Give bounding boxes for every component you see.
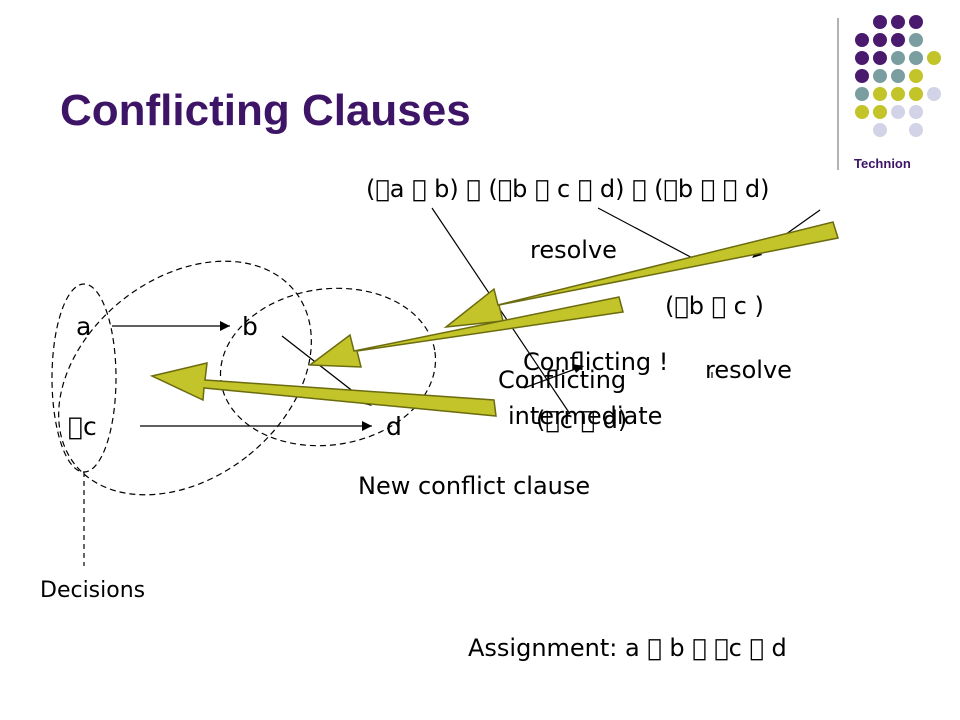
- logo-dot: [891, 33, 905, 47]
- logo-dot: [909, 123, 923, 137]
- node-not-c:  c: [68, 412, 97, 441]
- intermediate-clause: ( b   c ): [665, 292, 764, 320]
- logo-dot: [909, 33, 923, 47]
- new-clause-overlap: ( c   d): [536, 406, 628, 434]
- logo-dot: [855, 51, 869, 65]
- pointer-line-conflicting: [523, 367, 579, 389]
- intermediate-cut-ellipse: [219, 287, 437, 447]
- logo-dot: [927, 51, 941, 65]
- logo-dot: [873, 69, 887, 83]
- logo-dot: [891, 87, 905, 101]
- logo-dot: [873, 123, 887, 137]
- logo-dot: [891, 15, 905, 29]
- assignment-label: Assignment: a   b    c   d: [468, 634, 787, 662]
- pointer-arrowhead-conflicting: [572, 364, 584, 373]
- node-a: a: [76, 312, 92, 341]
- slide-title: Conflicting Clauses: [60, 86, 471, 135]
- logo-dot: [891, 69, 905, 83]
- logo-dot: [927, 87, 941, 101]
- technion-logo: [855, 15, 941, 137]
- resolve-arrow-1: [443, 221, 839, 329]
- edge-a-b-arrowhead: [220, 321, 230, 331]
- logo-dot: [873, 33, 887, 47]
- logo-dot: [873, 51, 887, 65]
- cnf-formula: ( a   b)   ( b   c   d)   ( b     d): [366, 175, 770, 203]
- logo-dot: [855, 69, 869, 83]
- technion-logo-text: Technion: [854, 156, 911, 171]
- resolve-label-1: resolve: [530, 236, 617, 264]
- pointer-line-clause2: [597, 207, 701, 263]
- logo-dot: [891, 51, 905, 65]
- learned-clause-arrow: [149, 362, 497, 417]
- logo-dot: [855, 87, 869, 101]
- node-b: b: [242, 312, 258, 341]
- conflict-cut-ellipse: [58, 260, 312, 496]
- logo-dot: [909, 51, 923, 65]
- intermediate-label: intermediate: [508, 402, 663, 430]
- logo-dot: [909, 69, 923, 83]
- logo-dot: [873, 105, 887, 119]
- logo-dot: [873, 15, 887, 29]
- conflicting-label-2: Conflicting: [498, 366, 627, 394]
- logo-dot: [909, 87, 923, 101]
- new-conflict-clause-label: New conflict clause: [358, 472, 591, 500]
- logo-dot: [873, 87, 887, 101]
- decisions-label: Decisions: [40, 578, 146, 603]
- resolve-arrow-2: [307, 296, 624, 368]
- node-d: d: [386, 412, 402, 441]
- logo-dot: [855, 33, 869, 47]
- edge-not-c-d-arrowhead: [362, 421, 372, 431]
- logo-dot: [855, 105, 869, 119]
- logo-dot: [909, 105, 923, 119]
- resolve-label-2: resolve: [705, 356, 792, 384]
- conflicting-label-1: Conflicting !: [523, 348, 669, 376]
- logo-dot: [909, 15, 923, 29]
- logo-dot: [891, 105, 905, 119]
